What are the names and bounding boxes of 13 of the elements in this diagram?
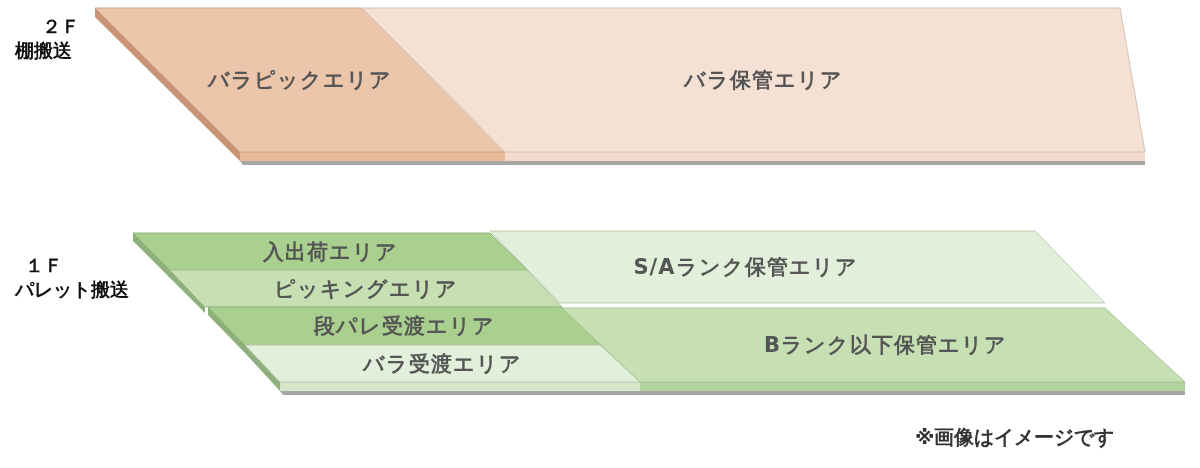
floor-label: ２Ｆ (42, 14, 80, 39)
area-label: バラ保管エリア (684, 67, 843, 94)
floor-label: 棚搬送 (15, 38, 72, 63)
floor-label: １Ｆ (25, 253, 63, 278)
area-label: 段パレ受渡エリア (313, 313, 495, 340)
area-label: ピッキングエリア (274, 275, 458, 303)
note-text: ※画像はイメージです (915, 424, 1115, 451)
area-label: バラ受渡エリア (363, 350, 522, 378)
area-label: Bランク以下保管エリア (764, 332, 1007, 359)
area-label: バラピックエリア (208, 67, 392, 94)
area-label: S/Aランク保管エリア (633, 254, 858, 281)
area-label: 入出荷エリア (262, 238, 398, 266)
floor-label: パレット搬送 (15, 277, 129, 302)
